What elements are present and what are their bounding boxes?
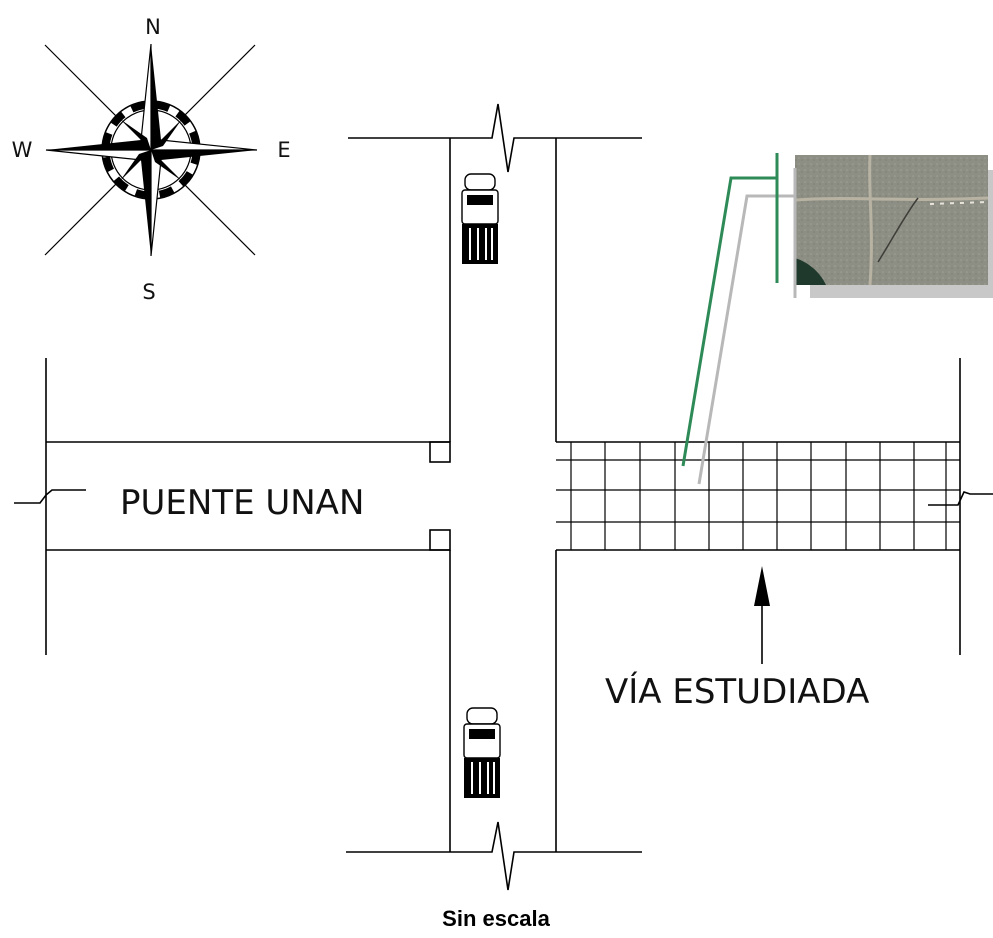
studied-road: VÍA ESTUDIADA (556, 358, 993, 712)
compass-east-point-dark (151, 150, 257, 160)
compass-nw-point (120, 119, 151, 150)
street-name-label: PUENTE UNAN (120, 483, 364, 523)
photo-vegetation-corner (795, 258, 826, 285)
truck-icon (463, 707, 501, 798)
compass-ne-point (151, 119, 182, 150)
west-break-line (14, 489, 86, 504)
compass-se-point (151, 150, 182, 181)
compass-south-point-dark (141, 150, 151, 256)
studied-road-label: VÍA ESTUDIADA (605, 671, 869, 712)
corner-marker-sw (429, 529, 451, 551)
compass-rose: N S E W (12, 15, 291, 304)
corner-marker-nw (429, 441, 451, 463)
truck-icon (461, 173, 499, 264)
south-street (346, 550, 642, 891)
truck-windshield (467, 195, 493, 205)
pavement-crack (877, 197, 919, 263)
compass-south-point-light (150, 148, 162, 257)
compass-north-point-light (140, 43, 152, 152)
leader-line-green (681, 176, 777, 467)
pavement-photo (794, 154, 989, 286)
compass-north-label: N (145, 15, 161, 39)
east-break-line (928, 491, 993, 506)
pointer-arrow-head (754, 566, 770, 606)
west-street-puente-unan: PUENTE UNAN (14, 358, 451, 655)
pavement-slab-grid (556, 442, 960, 550)
truck-hood (466, 707, 498, 725)
truck-windshield (469, 729, 495, 739)
north-street (348, 103, 642, 442)
compass-west-point-light (45, 149, 153, 161)
compass-west-label: W (12, 138, 33, 162)
photo-inset-callout (681, 153, 993, 485)
compass-east-point-light (149, 139, 258, 151)
compass-west-point-dark (46, 140, 151, 150)
south-break-line (450, 821, 556, 891)
scale-note: Sin escala (442, 906, 550, 931)
compass-east-label: E (277, 138, 290, 162)
compass-south-label: S (142, 280, 155, 304)
north-break-line (450, 103, 556, 173)
truck-hood (464, 173, 496, 191)
pavement-photo-image (795, 155, 988, 285)
compass-north-point-dark (151, 44, 161, 150)
leader-line-gray (697, 194, 795, 485)
compass-sw-point (120, 150, 151, 181)
